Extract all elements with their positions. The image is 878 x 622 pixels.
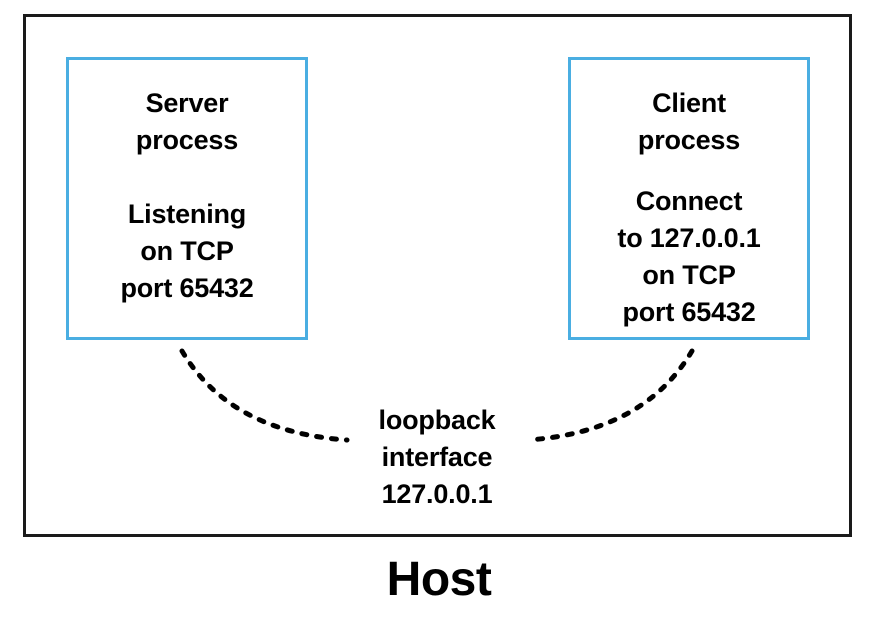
client-detail-line-1: Connect: [635, 186, 743, 216]
host-label: Host: [386, 553, 492, 606]
client-detail-line-4: port 65432: [622, 297, 756, 327]
server-title-line-1: Server: [145, 88, 229, 118]
server-title-line-2: process: [135, 125, 239, 155]
server-detail-line-3: port 65432: [120, 273, 254, 303]
client-title-line-2: process: [637, 125, 741, 155]
server-process-title: Server process: [69, 85, 305, 159]
server-process-details: Listening on TCP port 65432: [69, 196, 305, 307]
loopback-line-2: interface: [381, 442, 493, 472]
client-title-line-1: Client: [652, 88, 726, 118]
client-detail-line-3: on TCP: [642, 260, 736, 290]
server-detail-line-2: on TCP: [140, 236, 234, 266]
host-boundary-box: [23, 14, 852, 537]
server-process-box: Server process Listening on TCP port 654…: [66, 57, 308, 340]
loopback-interface-label: loopback interface 127.0.0.1: [337, 402, 537, 513]
client-process-box: Client process Connect to 127.0.0.1 on T…: [568, 57, 810, 340]
client-detail-line-2: to 127.0.0.1: [617, 223, 761, 253]
loopback-line-1: loopback: [378, 405, 496, 435]
client-process-details: Connect to 127.0.0.1 on TCP port 65432: [571, 183, 807, 331]
loopback-line-3: 127.0.0.1: [381, 479, 493, 509]
client-process-title: Client process: [571, 85, 807, 159]
server-detail-line-1: Listening: [127, 199, 247, 229]
